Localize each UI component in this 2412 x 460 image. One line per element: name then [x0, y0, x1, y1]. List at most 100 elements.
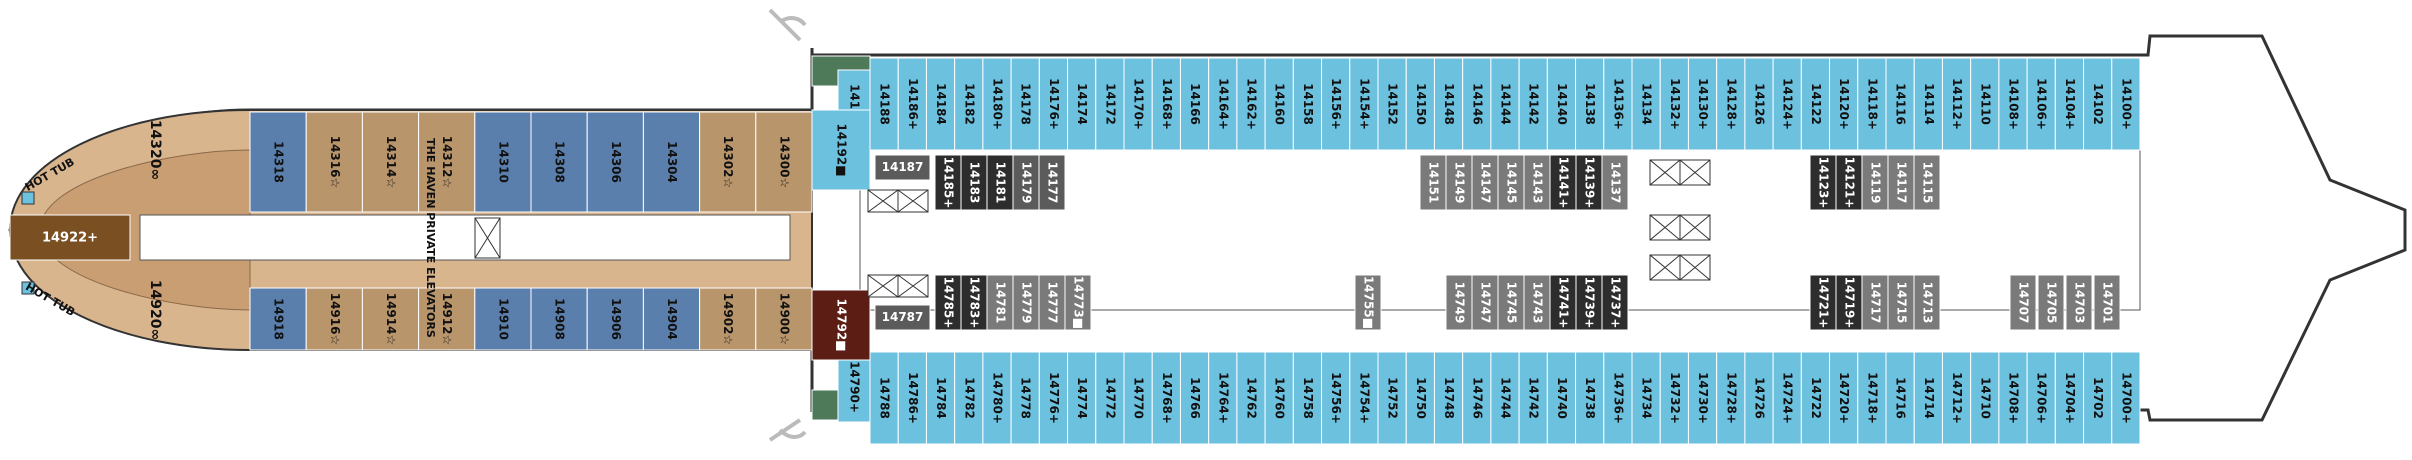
cabin-number: 14182 — [962, 83, 976, 125]
cabin — [2111, 351, 2141, 445]
cabin-number: 14766 — [1188, 377, 1202, 419]
cabin — [474, 111, 532, 213]
cabin — [1445, 274, 1473, 331]
cabin — [960, 154, 988, 211]
elevator-cross — [897, 274, 929, 298]
cabin-number: 14750 — [1414, 377, 1428, 419]
haven-elevators-label: THE HAVEN PRIVATE ELEVATORS — [424, 138, 437, 338]
cabin-number: 14134 — [1640, 83, 1654, 125]
cabin — [1913, 57, 1943, 151]
cabin — [1809, 274, 1837, 331]
cabin — [1377, 351, 1407, 445]
cabin — [1419, 154, 1447, 211]
cabin-number: 14902☆ — [721, 293, 735, 346]
cabin-number: 14720+ — [1837, 372, 1851, 424]
cabin-number: 14768+ — [1160, 372, 1174, 424]
cabin-number: 14152 — [1386, 83, 1400, 125]
cabin-number: 14164+ — [1216, 78, 1230, 130]
aft-suite-stbd: 14920∞ — [147, 280, 163, 340]
cabin-number: 14755■ — [1362, 276, 1376, 329]
cabin — [982, 57, 1012, 151]
cabin-number: 14102 — [2091, 83, 2105, 125]
cabin — [1887, 274, 1915, 331]
cabin-number: 14726 — [1753, 377, 1767, 419]
cabin — [1575, 274, 1603, 331]
cabin — [982, 351, 1012, 445]
cabin-number: 14715 — [1895, 282, 1909, 324]
cabin-number: 14703 — [2073, 282, 2087, 324]
cabin-number: 14121+ — [1843, 157, 1857, 209]
cabin-number: 14148 — [1442, 83, 1456, 125]
cabin-number: 14748 — [1442, 377, 1456, 419]
cabin-number: 14702 — [2091, 377, 2105, 419]
cabin-number: 14117 — [1895, 162, 1909, 204]
cabin-number: 14114 — [1922, 83, 1936, 125]
cabin-number: 14122 — [1809, 83, 1823, 125]
cabin — [1772, 351, 1802, 445]
cabin-number: 14728+ — [1724, 372, 1738, 424]
cabin-number: 14749 — [1453, 282, 1467, 324]
cabin — [1123, 351, 1153, 445]
cabin — [1010, 57, 1040, 151]
cabin — [1518, 351, 1548, 445]
cabin — [1471, 154, 1499, 211]
cabin — [1264, 57, 1294, 151]
cabin-number: 14151 — [1427, 162, 1441, 204]
cabin-number: 14123+ — [1817, 157, 1831, 209]
cabin — [418, 287, 476, 351]
cabin-number: 14722 — [1809, 377, 1823, 419]
cabin-number: 14790+ — [848, 361, 862, 413]
cabin-number: 14126 — [1753, 83, 1767, 125]
cabin — [934, 274, 962, 331]
cabin — [986, 274, 1014, 331]
cabin-number: 14718+ — [1865, 372, 1879, 424]
cabin-number: 14112+ — [1950, 78, 1964, 130]
cabin — [869, 351, 899, 445]
cabin-number: 14302☆ — [721, 136, 735, 189]
cabin-number: 14128+ — [1724, 78, 1738, 130]
cabin-number: 14752 — [1386, 377, 1400, 419]
cabin — [418, 111, 476, 213]
cabin-number: 14724+ — [1781, 372, 1795, 424]
cabin-number: 14144 — [1499, 83, 1513, 125]
cabin-number: 14736+ — [1611, 372, 1625, 424]
cabin-number: 14760 — [1273, 377, 1287, 419]
cabin — [1208, 57, 1238, 151]
cabin-number: 14900☆ — [777, 293, 791, 346]
cabin-number: 14904 — [665, 298, 679, 340]
cabin — [1497, 154, 1525, 211]
cabin-number: 14136+ — [1611, 78, 1625, 130]
cabin-number: 14701 — [2101, 282, 2115, 324]
cabin-number: 14779 — [1020, 282, 1034, 324]
cabin-number: 14100+ — [2119, 78, 2133, 130]
cabin — [530, 287, 588, 351]
cabin — [249, 111, 307, 213]
cabin — [1523, 154, 1551, 211]
cabin — [1885, 351, 1915, 445]
cabin — [2054, 351, 2085, 445]
cabin-number: 14746 — [1470, 377, 1484, 419]
cabin — [2009, 274, 2037, 331]
cabin — [1518, 57, 1548, 151]
cabin-number: 14754+ — [1357, 372, 1371, 424]
cabin — [2083, 57, 2113, 151]
cabin — [1405, 57, 1435, 151]
cabin — [1292, 351, 1323, 445]
cabin-number: 14118+ — [1865, 78, 1879, 130]
elevator-cross — [867, 189, 899, 213]
cabin — [1012, 274, 1040, 331]
cabin-number: 14304 — [665, 141, 679, 183]
cabin-number: 14179 — [1020, 162, 1034, 204]
cabin — [305, 287, 363, 351]
cabin-number: 14756+ — [1329, 372, 1343, 424]
cabin — [1687, 351, 1718, 445]
cabin-number: 14777 — [1046, 282, 1060, 324]
cabin — [1800, 351, 1831, 445]
cabin — [1603, 57, 1633, 151]
elevator-cross — [474, 217, 501, 259]
cabin-number: 14140 — [1555, 83, 1569, 125]
cabin-number: 14784 — [934, 377, 948, 419]
cabin-number: 14758 — [1301, 377, 1315, 419]
cabin — [1236, 351, 1266, 445]
cabin — [1546, 351, 1577, 445]
